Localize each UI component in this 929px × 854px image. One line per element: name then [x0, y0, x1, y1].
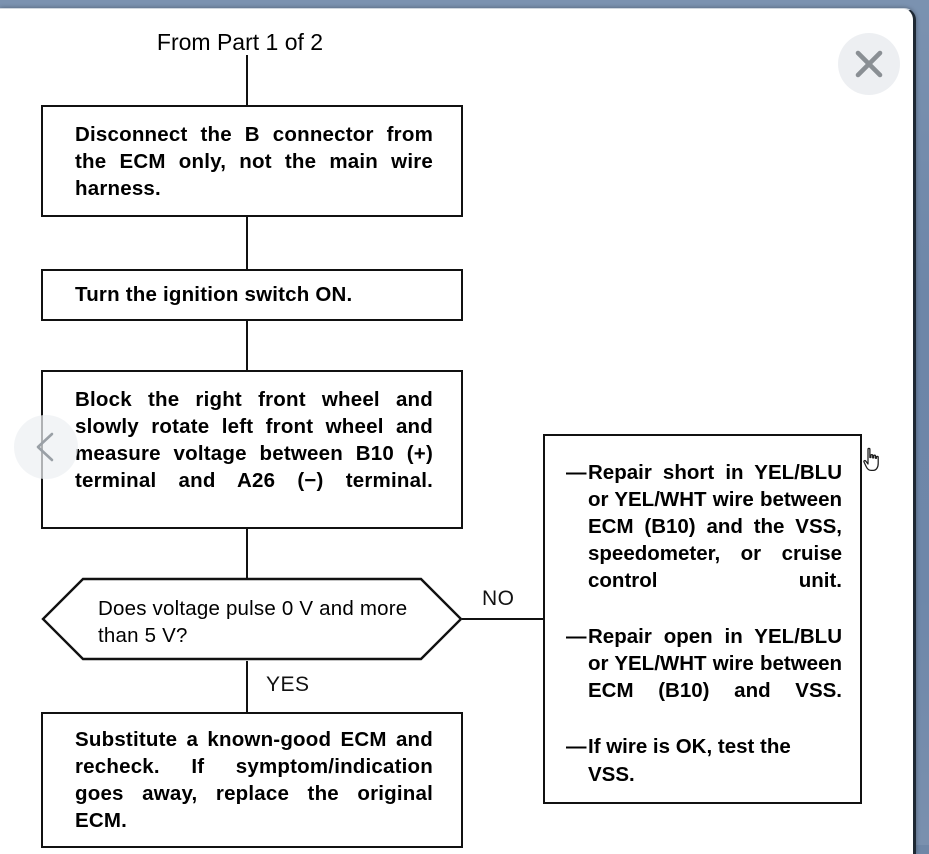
prev-page-button[interactable]	[14, 415, 78, 479]
connector-yes-branch	[246, 661, 248, 712]
list-bullet-dash: —	[566, 623, 588, 731]
repair-list-item: — Repair open in YEL/BLU or YEL/WHT wire…	[566, 623, 842, 731]
connector-step3-to-decision	[246, 529, 248, 578]
edge-label-no: NO	[482, 587, 515, 611]
list-bullet-dash: —	[566, 733, 588, 787]
connector-title-to-step1	[246, 55, 248, 105]
node-decision-1-text: Does voltage pulse 0 V and more than 5 V…	[98, 595, 416, 649]
flowchart-title: From Part 1 of 2	[140, 27, 340, 57]
close-button[interactable]	[838, 33, 900, 95]
node-step-2-text: Turn the ignition switch ON.	[75, 281, 445, 308]
node-step-3-text: Block the right front wheel and slowly r…	[75, 386, 433, 521]
repair-list-item: — Repair short in YEL/BLU or YEL/WHT wir…	[566, 459, 842, 621]
chevron-left-icon	[32, 430, 60, 464]
close-icon	[852, 47, 886, 81]
flowchart-sheet: From Part 1 of 2 Disconnect the B connec…	[0, 9, 913, 854]
repair-box-list: — Repair short in YEL/BLU or YEL/WHT wir…	[566, 459, 842, 788]
list-bullet-dash: —	[566, 459, 588, 621]
node-step-4-text: Substitute a known-good ECM and recheck.…	[75, 726, 433, 854]
repair-list-item-text: If wire is OK, test the VSS.	[588, 733, 842, 787]
edge-label-yes: YES	[266, 673, 310, 697]
repair-list-item: — If wire is OK, test the VSS.	[566, 733, 842, 787]
node-step-1-text: Disconnect the B connector from the ECM …	[75, 121, 433, 229]
connector-step2-to-step3	[246, 321, 248, 370]
repair-list-item-text: Repair open in YEL/BLU or YEL/WHT wire b…	[588, 623, 842, 731]
connector-no-branch	[462, 618, 544, 620]
image-viewer-modal: From Part 1 of 2 Disconnect the B connec…	[0, 8, 916, 854]
repair-list-item-text: Repair short in YEL/BLU or YEL/WHT wire …	[588, 459, 842, 621]
connector-step1-to-step2	[246, 217, 248, 269]
